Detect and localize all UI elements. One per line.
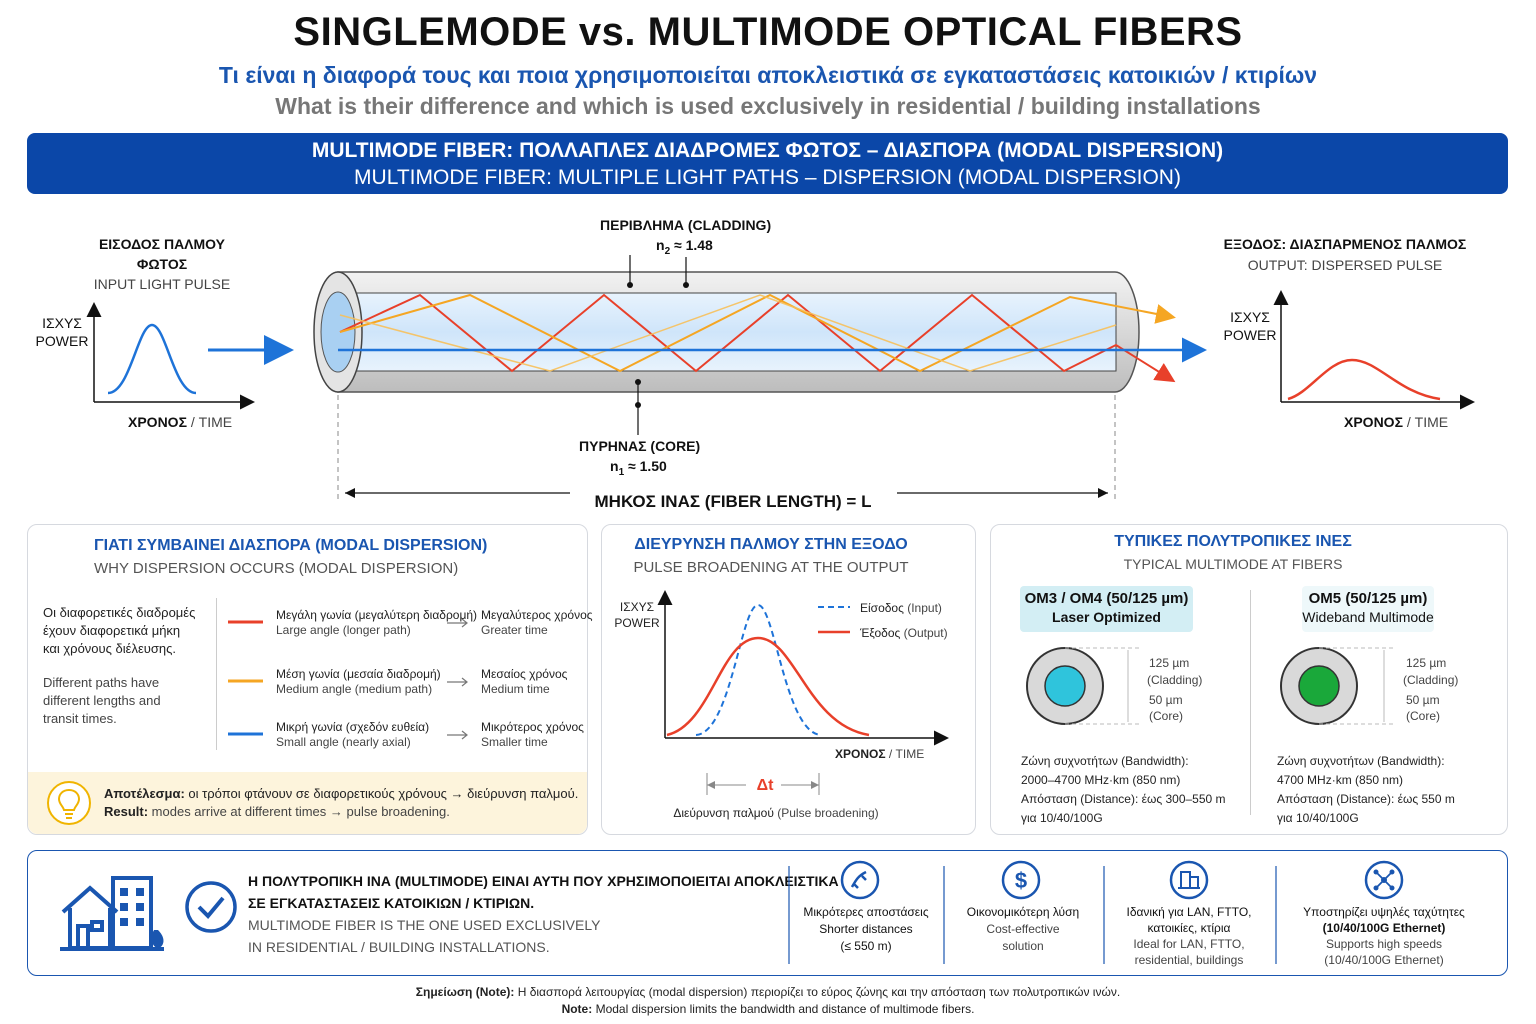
input-title-en: INPUT LIGHT PULSE xyxy=(93,276,231,292)
ray-medium-angle xyxy=(339,293,1176,373)
input-pulse-dashed xyxy=(695,603,822,736)
feature-ideal-lan: Ιδανική για LAN, FTTO, κατοικίες, κτίρια… xyxy=(1126,905,1252,967)
ray-medium-angle-2 xyxy=(339,294,1117,372)
note-greek: Σημείωση (Note): Η διασπορά λειτουργίας … xyxy=(415,985,1121,999)
fiber-length-label: ΜΗΚΟΣ ΙΝΑΣ (FIBER LENGTH) = L xyxy=(594,492,872,511)
buildings-icon xyxy=(1169,860,1209,900)
om3-specs: Ζώνη συχνοτήτων (Bandwidth): 2000–4700 M… xyxy=(1021,754,1226,825)
om3-om4-tag: OM3 / OM4 (50/125 µm) Laser Optimized xyxy=(1020,586,1193,632)
om5-tag: OM5 (50/125 µm) Wideband Multimode xyxy=(1302,586,1434,632)
broadening-time-label: ΧΡΟΝΟΣ / TIME xyxy=(835,747,925,761)
delta-t-label: Δt xyxy=(756,777,774,794)
conclusion-panel xyxy=(27,850,1508,976)
broadening-power-en: POWER xyxy=(614,616,660,630)
row-large-en: Large angle (longer path) xyxy=(276,623,411,637)
om5-cross-section xyxy=(1280,647,1394,725)
core-label: ΠΥΡΗΝΑΣ (CORE) xyxy=(579,438,701,454)
banner-line-english: MULTIMODE FIBER: MULTIPLE LIGHT PATHS – … xyxy=(354,166,1181,189)
row-large-res-gr: Μεγαλύτερος χρόνος xyxy=(481,608,593,622)
pulse-broadening-panel xyxy=(601,524,976,835)
subtitle-english: What is their difference and which is us… xyxy=(275,93,1261,119)
output-power-gr: ΙΣΧΥΣ xyxy=(1230,309,1270,325)
row-small-gr: Μικρή γωνία (σχεδόν ευθεία) xyxy=(276,720,430,734)
lightbulb-icon xyxy=(47,781,91,825)
note-english: Note: Modal dispersion limits the bandwi… xyxy=(561,1002,975,1016)
subtitle-greek: Τι είναι η διαφορά τους και ποια χρησιμο… xyxy=(218,62,1318,88)
conclusion-headline-en: MULTIMODE FIBER IS THE ONE USED EXCLUSIV… xyxy=(248,917,601,955)
feature-high-speeds: Υποστηρίζει υψηλές ταχύτητες (10/40/100G… xyxy=(1303,905,1465,967)
fiber-link-icon xyxy=(840,860,880,900)
output-time-label: ΧΡΟΝΟΣ / TIME xyxy=(1344,414,1449,430)
row-large-res-en: Greater time xyxy=(481,623,548,637)
network-icon xyxy=(1364,860,1404,900)
om3-cladding-size: 125 µm xyxy=(1149,656,1190,670)
broadening-title-en: PULSE BROADENING AT THE OUTPUT xyxy=(633,559,909,576)
input-time-label: ΧΡΟΝΟΣ / TIME xyxy=(128,414,233,430)
output-title-gr: ΕΞΟΔΟΣ: ΔΙΑΣΠΑΡΜΕΝΟΣ ΠΑΛΜΟΣ xyxy=(1223,236,1467,252)
row-medium-res-gr: Μεσαίος χρόνος xyxy=(481,667,568,681)
broadening-plot xyxy=(657,590,949,795)
result-box xyxy=(28,772,587,834)
ray-large-angle xyxy=(339,293,1176,383)
row-small-en: Small angle (nearly axial) xyxy=(276,735,411,749)
feature-cost-effective: Οικονομικότερη λύση Cost-effective solut… xyxy=(966,905,1080,953)
om5-cladding-label: (Cladding) xyxy=(1403,673,1459,687)
output-title-en: OUTPUT: DISPERSED PULSE xyxy=(1247,257,1443,273)
checkmark-icon xyxy=(185,881,237,933)
fiber-end-core xyxy=(320,291,356,373)
row-small-res-en: Smaller time xyxy=(481,735,548,749)
core-index: n1 ≈ 1.50 xyxy=(610,458,667,478)
result-en: Result: modes arrive at different times … xyxy=(104,804,450,819)
typical-title-en: TYPICAL MULTIMODE AT FIBERS xyxy=(1123,556,1343,572)
output-pulse-curve xyxy=(1287,358,1441,401)
feature-shorter-distances: Μικρότερες αποστάσεις Shorter distances … xyxy=(803,905,929,953)
dollar-icon: $ xyxy=(1001,860,1041,900)
om3-core-size: 50 µm xyxy=(1149,693,1183,707)
svg-text:$: $ xyxy=(1015,868,1027,893)
legend-output: Έξοδος (Output) xyxy=(860,626,948,640)
om5-cladding-size: 125 µm xyxy=(1406,656,1447,670)
om3-cladding-label: (Cladding) xyxy=(1147,673,1203,687)
om3-cross-section xyxy=(1026,647,1140,725)
broadening-caption: Διεύρυνση παλμού (Pulse broadening) xyxy=(673,806,879,820)
om5-core-size: 50 µm xyxy=(1406,693,1440,707)
row-medium-gr: Μέση γωνία (μεσαία διαδρομή) xyxy=(276,667,441,681)
om5-core-label: (Core) xyxy=(1406,709,1441,723)
input-power-en: POWER xyxy=(35,333,89,349)
broadening-title-gr: ΔΙΕΥΡΥΝΣΗ ΠΑΛΜΟΥ ΣΤΗΝ ΕΞΟΔΟ xyxy=(634,536,908,553)
broadening-power-gr: ΙΣΧΥΣ xyxy=(619,600,655,614)
why-title-en: WHY DISPERSION OCCURS (MODAL DISPERSION) xyxy=(94,560,459,577)
row-medium-res-en: Medium time xyxy=(481,682,550,696)
row-small-res-gr: Μικρότερος χρόνος xyxy=(481,720,584,734)
why-legend-lines xyxy=(228,618,468,740)
input-pulse-curve xyxy=(107,323,197,395)
cladding-index: n2 ≈ 1.48 xyxy=(656,237,713,257)
why-title-gr: ΓΙΑΤΙ ΣΥΜΒΑΙΝΕΙ ΔΙΑΣΠΟΡΑ (MODAL DISPERSI… xyxy=(94,537,488,554)
house-building-icon xyxy=(60,876,164,951)
row-large-gr: Μεγάλη γωνία (μεγαλύτερη διαδρομή) xyxy=(276,608,478,622)
page-title: SINGLEMODE vs. MULTIMODE OPTICAL FIBERS xyxy=(293,10,1243,54)
fiber-diagram xyxy=(86,255,1475,500)
typical-title-gr: ΤΥΠΙΚΕΣ ΠΟΛΥΤΡΟΠΙΚΕΣ ΙΝΕΣ xyxy=(1114,533,1352,550)
input-title-2: ΦΩΤΟΣ xyxy=(136,256,188,272)
output-power-en: POWER xyxy=(1223,327,1277,343)
banner-line-greek: MULTIMODE FIBER: ΠΟΛΛΑΠΛΕΣ ΔΙΑΔΡΟΜΕΣ ΦΩΤ… xyxy=(311,139,1224,162)
row-medium-en: Medium angle (medium path) xyxy=(276,682,433,696)
input-title-1: ΕΙΣΟΔΟΣ ΠΑΛΜΟΥ xyxy=(98,236,226,252)
input-power-gr: ΙΣΧΥΣ xyxy=(42,315,82,331)
output-pulse-solid xyxy=(666,636,870,737)
legend-input: Είσοδος (Input) xyxy=(860,601,942,615)
section-banner: MULTIMODE FIBER: ΠΟΛΛΑΠΛΕΣ ΔΙΑΔΡΟΜΕΣ ΦΩΤ… xyxy=(27,133,1508,194)
result-gr: Αποτέλεσμα: οι τρόποι φτάνουν σε διαφορε… xyxy=(104,786,579,801)
cladding-label: ΠΕΡΙΒΛΗΜΑ (CLADDING) xyxy=(600,217,772,233)
om3-core-label: (Core) xyxy=(1149,709,1184,723)
om5-specs: Ζώνη συχνοτήτων (Bandwidth): 4700 MHz·km… xyxy=(1277,754,1455,825)
conclusion-headline-gr: Η ΠΟΛΥΤΡΟΠΙΚΗ ΙΝΑ (MULTIMODE) ΕΙΝΑΙ ΑΥΤΗ… xyxy=(248,873,839,911)
